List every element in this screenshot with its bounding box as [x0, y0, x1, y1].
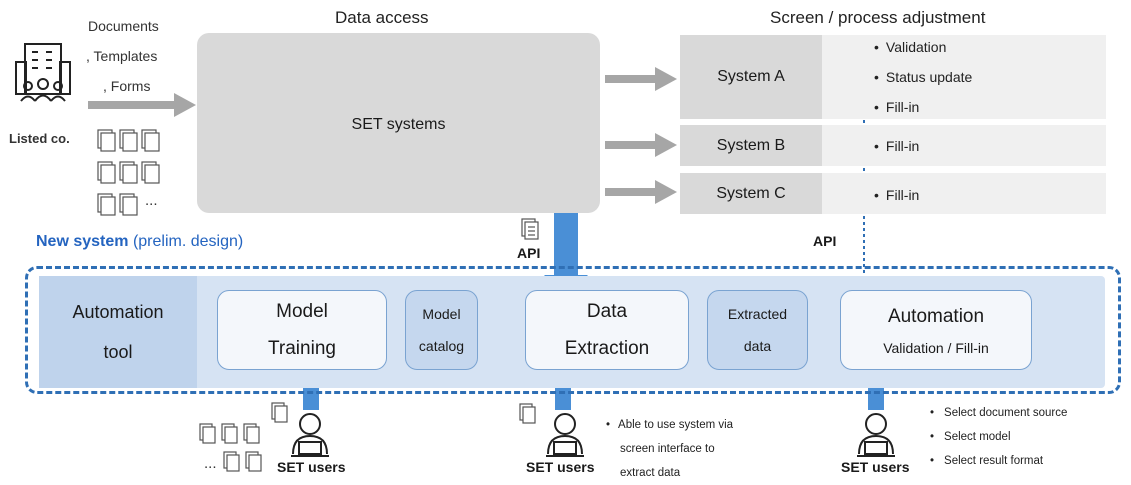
- note-item: •Select model: [930, 431, 1011, 443]
- action-item: Fill-in: [874, 180, 919, 210]
- data-extraction-line2: Extraction: [564, 338, 650, 359]
- system-b-name: System B: [716, 136, 786, 154]
- documents-grid-icon: [97, 129, 160, 216]
- system-b-box: System B: [680, 125, 822, 166]
- note-item: •Select document source: [930, 407, 1068, 419]
- training-docs-ellipsis: ...: [204, 455, 217, 472]
- arrow-source-to-set: [88, 93, 196, 117]
- api-label-right: API: [813, 233, 837, 249]
- arrow-set-to-system-a: [605, 67, 677, 91]
- automation-card: Automation Validation / Fill-in: [840, 290, 1032, 370]
- arrow-set-to-system-b: [605, 133, 677, 157]
- training-users-label: SET users: [277, 459, 346, 475]
- system-a-box: System A: [680, 35, 822, 119]
- bullet-icon: •: [930, 455, 935, 467]
- automation-title: Automation: [887, 306, 985, 327]
- action-item: Fill-in: [874, 92, 972, 122]
- bullet-icon: •: [930, 431, 935, 443]
- bullet-icon: •: [606, 419, 611, 431]
- automation-subtitle: Validation / Fill-in: [883, 340, 989, 356]
- automation-tool-line2: tool: [103, 342, 133, 362]
- bullet-icon: •: [930, 407, 935, 419]
- new-system-title-bold: New system: [36, 233, 129, 250]
- model-catalog-line1: Model: [422, 306, 461, 322]
- extraction-notes: •Able to use system via screen interface…: [606, 413, 733, 485]
- automation-tool-line1: Automation: [72, 302, 164, 322]
- documents-ellipsis: ...: [145, 192, 158, 209]
- note-item: •Select result format: [930, 455, 1044, 467]
- training-documents-icon: [199, 402, 288, 472]
- building-icon: [15, 43, 71, 102]
- user-laptop-icon: [546, 413, 584, 457]
- data-access-header: Data access: [335, 8, 429, 27]
- automation-tool-label: Automation tool: [39, 276, 197, 388]
- extraction-document-icon: [519, 403, 536, 424]
- system-c-name: System C: [716, 184, 786, 202]
- source-line-templates: , Templates: [86, 48, 158, 64]
- listed-co-label: Listed co.: [9, 131, 70, 146]
- arrow-set-to-system-c: [605, 180, 677, 204]
- system-a-actions: Validation Status update Fill-in: [874, 32, 972, 122]
- data-extraction-card: Data Extraction: [525, 290, 689, 370]
- action-item: Validation: [874, 32, 972, 62]
- note-item: screen interface to: [620, 443, 715, 455]
- extraction-users-label: SET users: [526, 459, 595, 475]
- screen-adjust-header: Screen / process adjustment: [770, 8, 986, 27]
- source-line-forms: , Forms: [103, 78, 151, 94]
- action-item: Fill-in: [874, 131, 919, 161]
- automation-notes: •Select document source •Select model •S…: [930, 401, 1067, 473]
- new-system-title-rest: (prelim. design): [128, 233, 244, 250]
- extracted-data-card: Extracted data: [707, 290, 808, 370]
- set-systems-box: [197, 33, 600, 213]
- data-extraction-line1: Data: [586, 301, 628, 322]
- automation-users-label: SET users: [841, 459, 910, 475]
- user-laptop-icon: [291, 413, 329, 457]
- model-training-line2: Training: [268, 338, 336, 359]
- system-a-name: System A: [717, 68, 785, 85]
- extracted-data-line1: Extracted: [727, 306, 788, 322]
- note-item: extract data: [620, 467, 681, 479]
- model-training-line1: Model: [276, 301, 328, 322]
- model-catalog-line2: catalog: [418, 338, 465, 354]
- new-system-title: New system (prelim. design): [36, 233, 243, 251]
- extracted-data-line2: data: [743, 338, 772, 354]
- note-item: •Able to use system via: [606, 419, 734, 431]
- model-training-card: Model Training: [217, 290, 387, 370]
- api-label-left: API: [517, 245, 541, 261]
- system-c-actions: Fill-in: [874, 180, 919, 210]
- source-line-documents: Documents: [88, 18, 159, 34]
- system-c-box: System C: [680, 173, 822, 214]
- action-item: Status update: [874, 62, 972, 92]
- api-document-icon: [521, 218, 539, 240]
- set-systems-label: SET systems: [351, 116, 446, 133]
- user-laptop-icon: [857, 413, 895, 457]
- model-catalog-card: Model catalog: [405, 290, 478, 370]
- system-b-actions: Fill-in: [874, 131, 919, 161]
- new-system-frame: [25, 266, 1121, 394]
